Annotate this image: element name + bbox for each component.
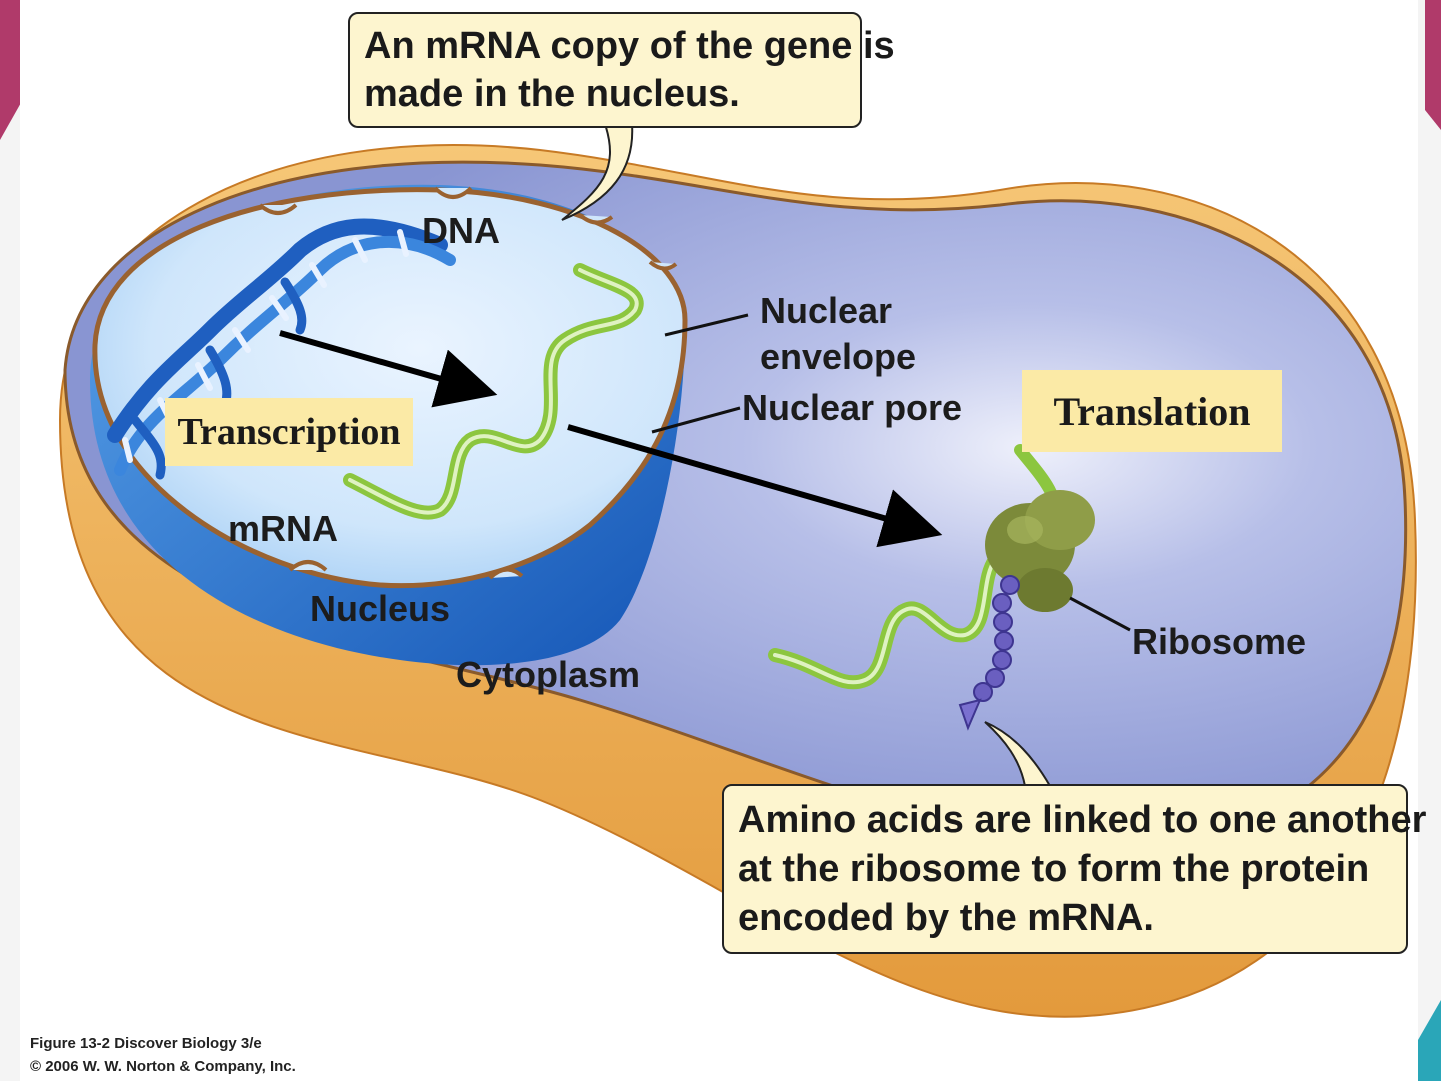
nuclear-envelope-leader <box>664 313 749 337</box>
ribosome-shape <box>985 490 1095 612</box>
transcription-tag: Transcription <box>165 398 413 466</box>
figure-credit-line-1: Figure 13-2 Discover Biology 3/e <box>30 1035 262 1052</box>
bottom-callout-pointer <box>984 721 1052 787</box>
transcription-arrow <box>279 330 498 408</box>
nuclear-pores <box>258 186 678 580</box>
transcription-callout: An mRNA copy of the gene is made in the … <box>348 12 895 128</box>
dna-helix <box>107 218 456 480</box>
translation-callout-line-1: Amino acids are linked to one another <box>738 799 1427 841</box>
transcription-callout-line-1: An mRNA copy of the gene is <box>364 25 895 67</box>
figure-credit-line-2: © 2006 W. W. Norton & Company, Inc. <box>30 1058 296 1075</box>
amino-acid-chain <box>958 575 1020 731</box>
nuclear-envelope-label-line-1: Nuclear <box>760 290 893 331</box>
transport-arrow <box>567 424 943 548</box>
translation-callout-line-2: at the ribosome to form the protein <box>738 848 1370 890</box>
figure-canvas: An mRNA copy of the gene is made in the … <box>20 0 1427 1081</box>
dna-label: DNA <box>422 210 500 251</box>
nuclear-envelope-label: Nuclear envelope <box>760 288 916 380</box>
nucleus-label: Nucleus <box>310 588 451 629</box>
slide-corner-decoration-bottom-right <box>1418 1000 1441 1081</box>
nucleus-interior <box>92 187 688 589</box>
mrna-label: mRNA <box>228 508 339 549</box>
transcription-callout-line-2: made in the nucleus. <box>364 73 740 115</box>
translation-callout-line-3: encoded by the mRNA. <box>738 897 1154 939</box>
nuclear-pore-leader <box>651 406 741 434</box>
top-callout-pointer <box>561 123 634 221</box>
figure-credit: Figure 13-2 Discover Biology 3/e © 2006 … <box>30 1032 296 1078</box>
cytoplasm-label: Cytoplasm <box>456 654 641 695</box>
ribosome-leader <box>1069 596 1131 632</box>
mrna-highlight-nucleus <box>348 268 639 515</box>
nuclear-pore-label: Nuclear pore <box>742 387 963 428</box>
slide-corner-decoration-top-right <box>1425 0 1441 130</box>
mrna-highlight-cytoplasm <box>773 558 997 685</box>
ribosome-label: Ribosome <box>1132 621 1307 662</box>
nuclear-envelope-label-line-2: envelope <box>760 336 917 377</box>
translation-tag: Translation <box>1022 370 1282 452</box>
leader-lines <box>651 313 1131 632</box>
translation-callout: Amino acids are linked to one another at… <box>722 784 1427 954</box>
process-arrows <box>279 330 943 548</box>
